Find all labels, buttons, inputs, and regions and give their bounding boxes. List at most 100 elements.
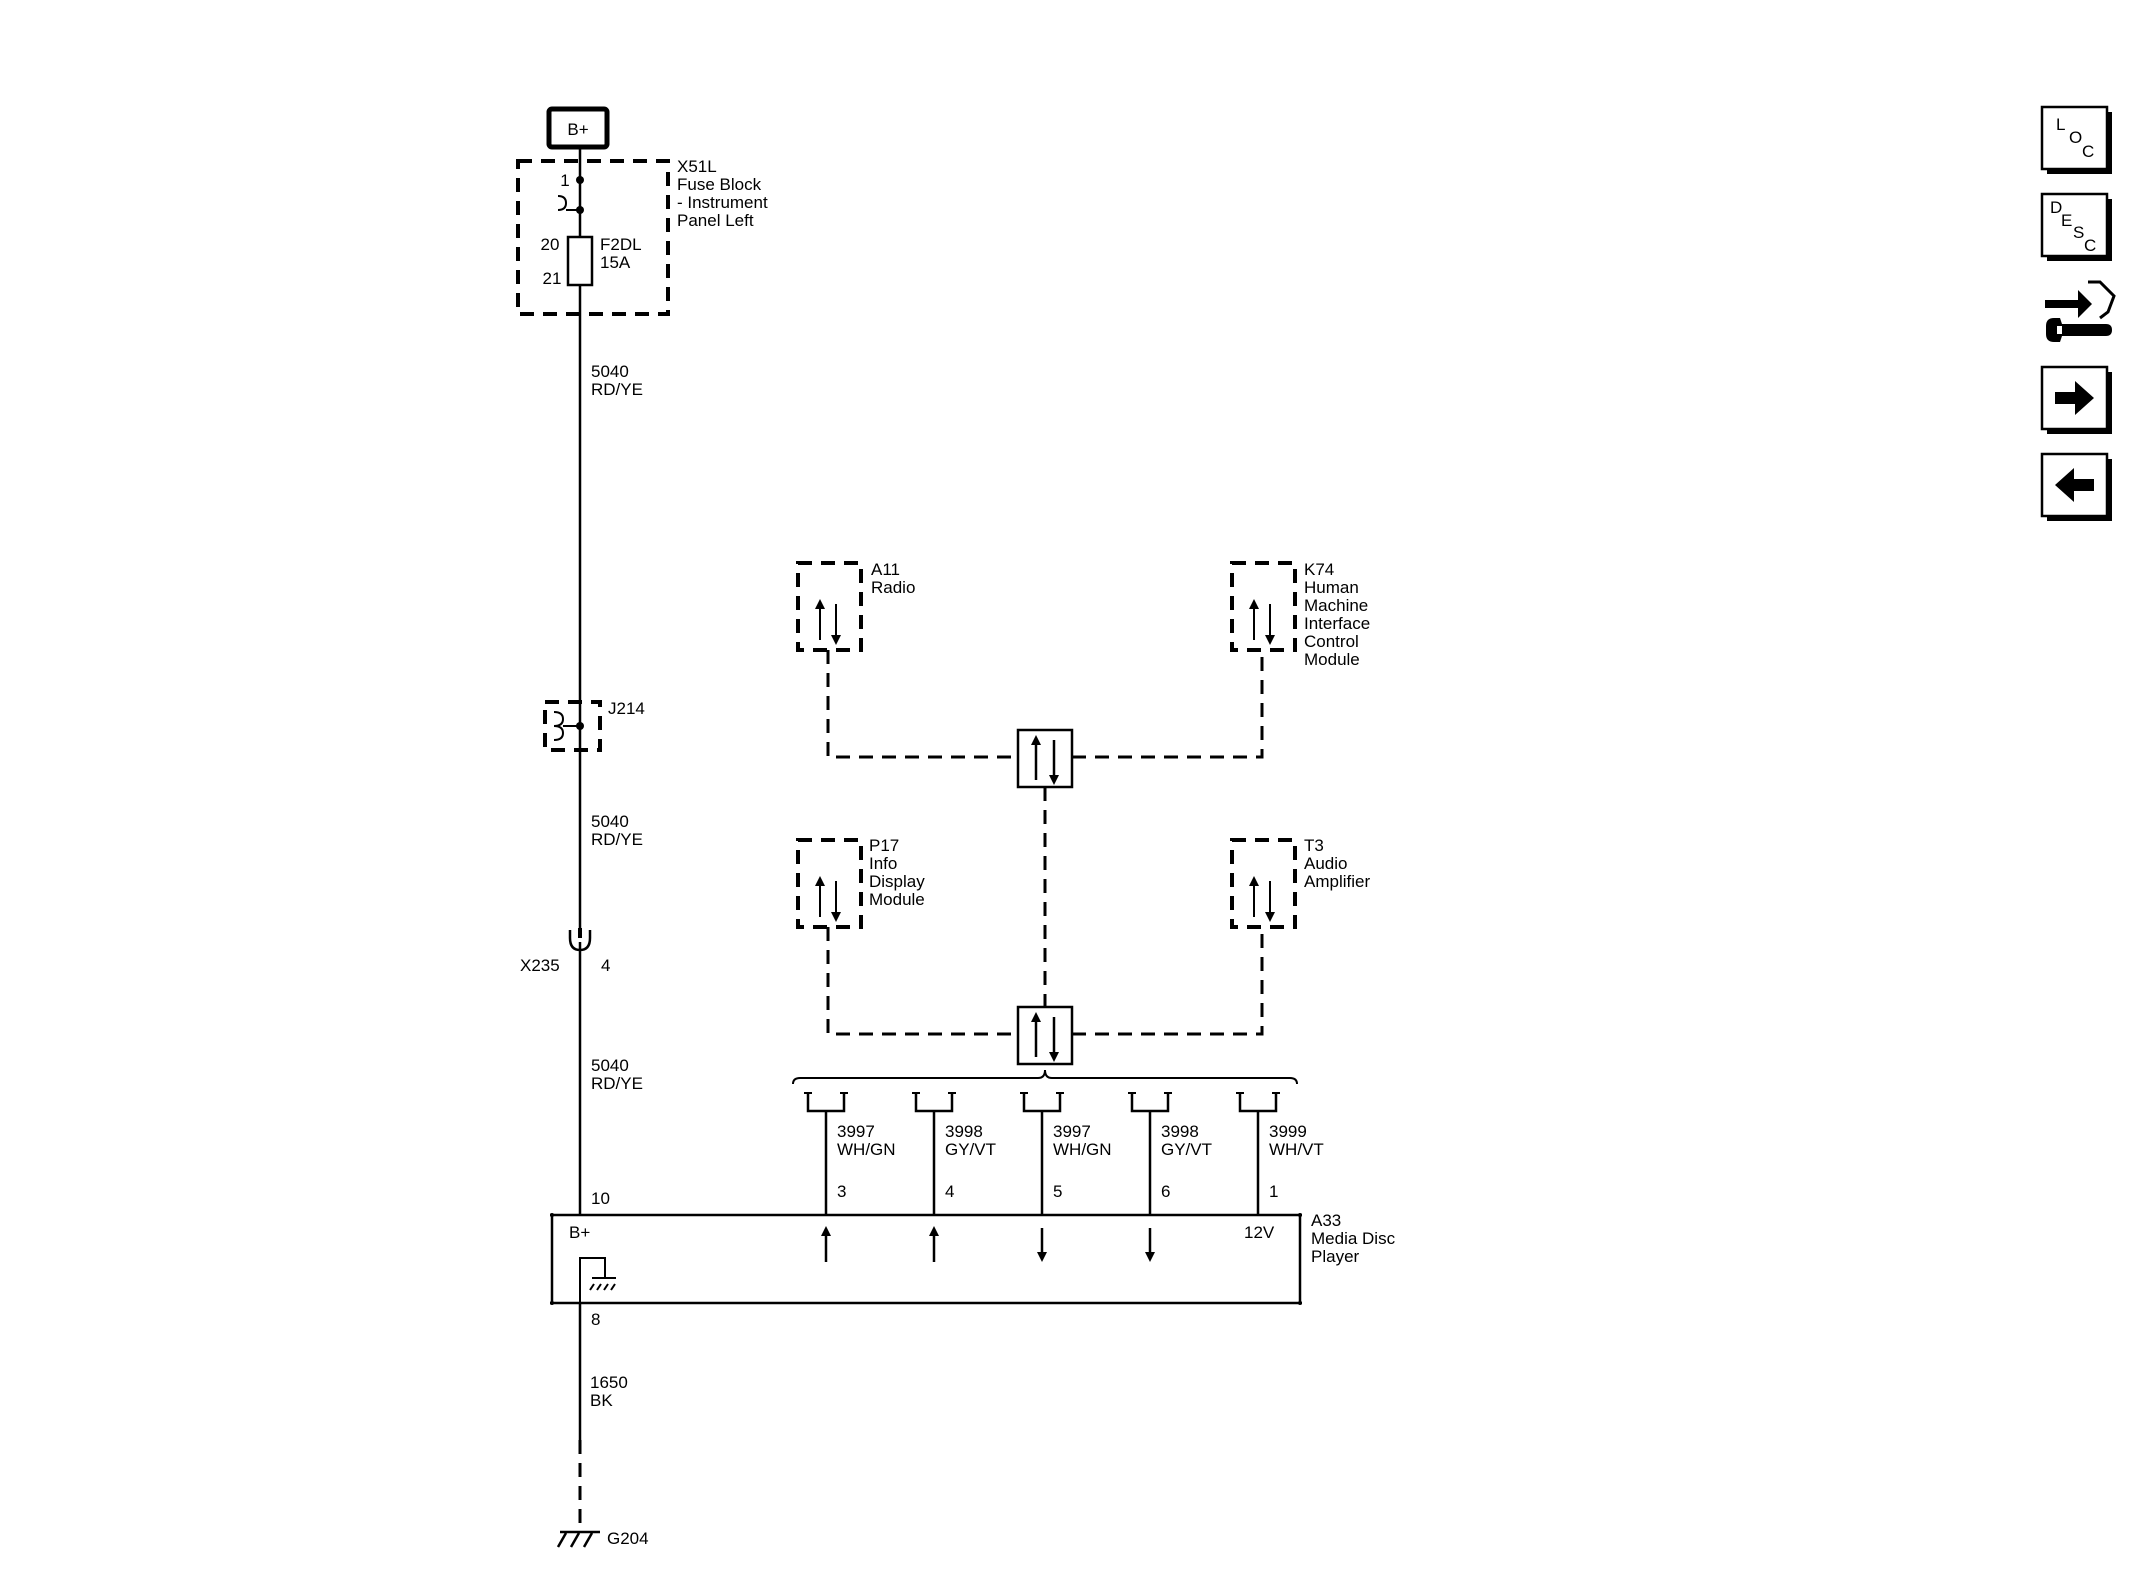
k74-name-4: Control [1304, 632, 1359, 651]
a11-name-1: Radio [871, 578, 915, 597]
k74-name-2: Machine [1304, 596, 1368, 615]
arrow-left-icon [2055, 468, 2094, 502]
k74-name-5: Module [1304, 650, 1360, 669]
t3-name-2: Amplifier [1304, 872, 1370, 891]
signal-circuit-5: 3997 [1053, 1122, 1091, 1141]
fuse-block-id: X51L [677, 157, 717, 176]
arrow-right-icon [2055, 381, 2094, 415]
loc-letter-c: C [2082, 142, 2094, 161]
desc-letter-s: S [2073, 223, 2084, 242]
wire3-color: RD/YE [591, 1074, 643, 1093]
signal-color-1: WH/VT [1269, 1140, 1324, 1159]
module-k74-hmi: K74 Human Machine Interface Control Modu… [1230, 560, 1370, 669]
a33-name-1: Media Disc [1311, 1229, 1396, 1248]
ground-symbol: G204 [556, 1529, 649, 1548]
bus-gateway-lower [1016, 1005, 1074, 1066]
fuse-pin-20: 20 [541, 235, 560, 254]
media-disc-player: B+ 12V A33 Media Disc Player 10 8 [550, 1189, 1396, 1329]
signal-circuit-4: 3998 [945, 1122, 983, 1141]
p17-name-1: Info [869, 854, 897, 873]
ground-point-id: G204 [607, 1529, 649, 1548]
signal-circuit-6: 3998 [1161, 1122, 1199, 1141]
k74-name-1: Human [1304, 578, 1359, 597]
harness-brace [792, 1069, 1298, 1085]
p17-id: P17 [869, 836, 899, 855]
connector-x235: X235 4 [520, 928, 610, 975]
signal-circuit-3: 3997 [837, 1122, 875, 1141]
fuse-block: 1 20 21 F2DL 15A X51L Fuse Block - Instr… [516, 147, 768, 316]
splice-j214: J214 [543, 699, 645, 752]
power-label: B+ [567, 120, 588, 139]
signal-color-6: GY/VT [1161, 1140, 1212, 1159]
connector-pin: 4 [601, 956, 610, 975]
signal-color-3: WH/GN [837, 1140, 896, 1159]
signal-arrow-down [1037, 1252, 1047, 1262]
a33-bplus: B+ [569, 1223, 590, 1242]
nav-previous-button[interactable] [2040, 452, 2112, 521]
t3-id: T3 [1304, 836, 1324, 855]
battery-positive-symbol: B+ [546, 106, 610, 150]
nav-next-button[interactable] [2040, 365, 2112, 434]
fuse-pin-in: 1 [560, 171, 569, 190]
a33-name-2: Player [1311, 1247, 1360, 1266]
diagnostic-tool-icon[interactable] [2040, 276, 2116, 346]
desc-letter-d: D [2050, 198, 2062, 217]
loc-letter-o: O [2069, 128, 2082, 147]
fuse-rating: 15A [600, 253, 631, 272]
signal-pin-5: 5 [1053, 1182, 1062, 1201]
signal-pin-3: 3 [837, 1182, 846, 1201]
loc-letter-l: L [2056, 115, 2065, 134]
a33-pin-ground: 8 [591, 1310, 600, 1329]
desc-letter-e: E [2061, 211, 2072, 230]
p17-name-2: Display [869, 872, 925, 891]
signal-color-5: WH/GN [1053, 1140, 1112, 1159]
ground-color: BK [590, 1391, 613, 1410]
nav-desc-button[interactable]: D E S C [2040, 192, 2112, 261]
fuse-block-name-2: - Instrument [677, 193, 768, 212]
t3-name-1: Audio [1304, 854, 1347, 873]
bus-gateway-upper [1016, 728, 1074, 789]
k74-name-3: Interface [1304, 614, 1370, 633]
signal-pin-1: 1 [1269, 1182, 1278, 1201]
a33-id: A33 [1311, 1211, 1341, 1230]
wire2-color: RD/YE [591, 830, 643, 849]
fuse-pin-21: 21 [543, 269, 562, 288]
nav-loc-button[interactable]: L O C [2040, 105, 2112, 174]
fuse-id: F2DL [600, 235, 642, 254]
p17-name-3: Module [869, 890, 925, 909]
a11-id: A11 [871, 560, 900, 579]
signal-arrow-up [929, 1226, 939, 1236]
signal-wires: 3997WH/GN33998GY/VT43997WH/GN53998GY/VT6… [804, 1092, 1324, 1262]
fuse-block-name-1: Fuse Block [677, 175, 762, 194]
signal-circuit-1: 3999 [1269, 1122, 1307, 1141]
signal-pin-4: 4 [945, 1182, 954, 1201]
wire1-color: RD/YE [591, 380, 643, 399]
fuse-block-name-3: Panel Left [677, 211, 754, 230]
ground-wire: 1650 BK [578, 1303, 628, 1532]
signal-arrow-up [821, 1226, 831, 1236]
signal-color-4: GY/VT [945, 1140, 996, 1159]
ground-circuit: 1650 [590, 1373, 628, 1392]
splice-id: J214 [608, 699, 645, 718]
wire1-circuit: 5040 [591, 362, 629, 381]
a33-12v: 12V [1244, 1223, 1275, 1242]
data-bus [826, 650, 1264, 1036]
wire3-circuit: 5040 [591, 1056, 629, 1075]
module-a11-radio: A11 Radio [796, 560, 915, 652]
k74-id: K74 [1304, 560, 1334, 579]
signal-arrow-down [1145, 1252, 1155, 1262]
fuse-symbol [566, 235, 594, 287]
a33-pin-power: 10 [591, 1189, 610, 1208]
connector-id: X235 [520, 956, 560, 975]
signal-pin-6: 6 [1161, 1182, 1170, 1201]
module-t3-audio-amplifier: T3 Audio Amplifier [1230, 836, 1370, 929]
desc-letter-c: C [2084, 236, 2096, 255]
wire2-circuit: 5040 [591, 812, 629, 831]
module-p17-info-display: P17 Info Display Module [796, 836, 925, 929]
